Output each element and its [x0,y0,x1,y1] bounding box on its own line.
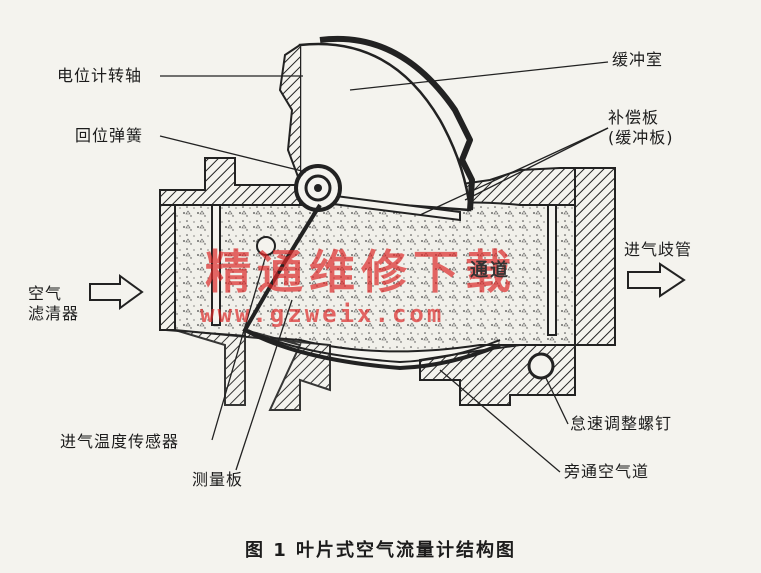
measuring-plate [242,203,501,371]
label-idle-adjust-screw: 怠速调整螺钉 [570,414,673,433]
watermark-url: www.gzweix.com [200,300,445,328]
left-inner-bar [211,204,221,326]
housing-right-flange [574,167,616,346]
label-measuring-plate: 测量板 [192,470,244,489]
label-intake-temp-sensor: 进气温度传感器 [60,432,180,451]
label-potentiometer-shaft: 电位计转轴 [57,66,143,85]
label-return-spring: 回位弹簧 [75,126,144,145]
idle-screw [527,352,555,380]
bypass-housing [419,344,576,406]
right-inner-bar [547,204,557,336]
housing-top-left [159,157,301,206]
outlet-arrow [627,262,686,298]
figure-caption: 图 1 叶片式空气流量计结构图 [244,540,517,561]
label-compensation-plate: 补偿板 (缓冲板) [608,108,674,147]
label-bypass-air-passage: 旁通空气道 [564,462,650,481]
label-intake-manifold: 进气歧管 [624,240,693,259]
watermark-chinese: 精通维修下载 [205,245,517,299]
damping-chamber-outer [319,35,475,211]
label-air-filter: 空气 滤清器 [28,284,80,323]
damping-chamber-wall [278,44,301,183]
inlet-arrow [89,274,144,310]
main-passage-label: 通道 [470,260,510,281]
damping-chamber [298,42,472,212]
housing-left-flange [159,204,176,331]
leader-lines [159,61,609,473]
label-damping-chamber: 缓冲室 [612,50,664,69]
housing-bottom-left [174,328,331,411]
